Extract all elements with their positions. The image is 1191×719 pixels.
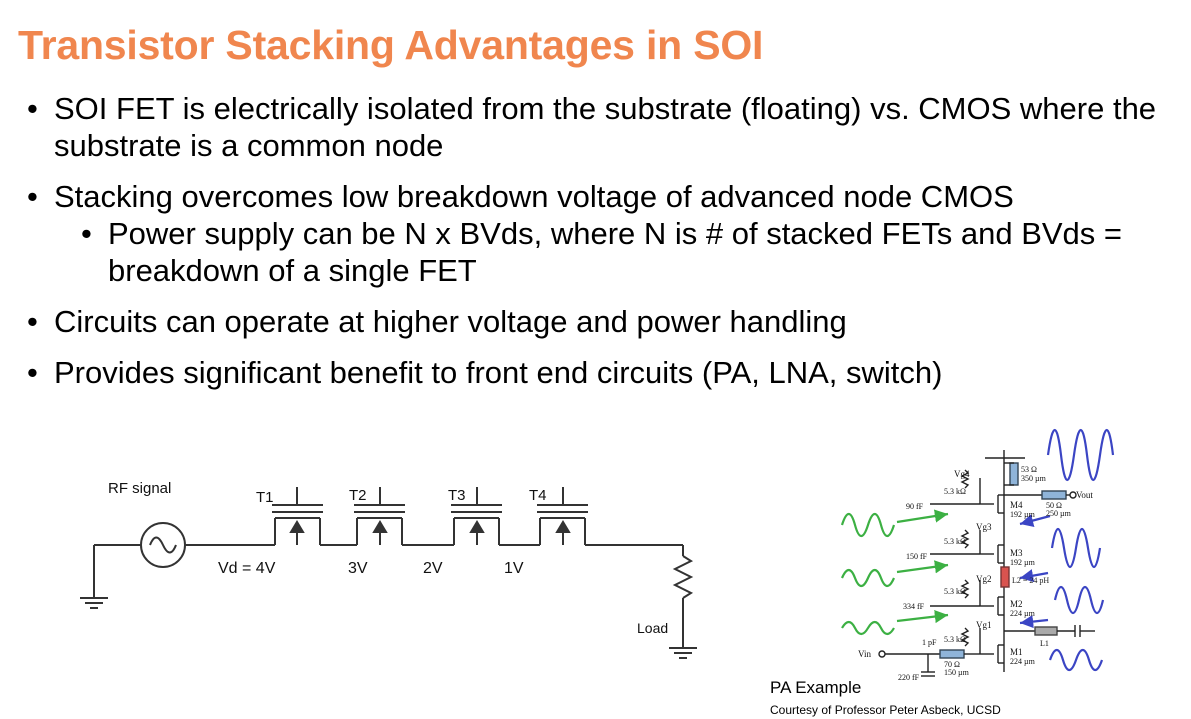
m1-label: M1 <box>1010 647 1023 657</box>
r-out-length: 250 µm <box>1046 509 1072 518</box>
bullet-front-end-benefit: Provides significant benefit to front en… <box>0 354 1191 391</box>
pa-example-caption: PA Example <box>770 678 862 697</box>
vg4-label: Vg4 <box>954 469 970 479</box>
stack-diagram-labels: RF signal T1 T2 T3 T4 Vd = 4V 3V 2V 1V L… <box>108 480 668 636</box>
stack-diagram <box>80 487 697 659</box>
vin-label: Vin <box>858 649 871 659</box>
input-wave-3 <box>841 620 895 636</box>
voltage-t3-label: 2V <box>423 560 443 577</box>
m1-size: 224 µm <box>1010 657 1036 666</box>
ground-symbol-left <box>80 545 108 609</box>
sub-bullet-power-supply: Power supply can be N x BVds, where N is… <box>0 215 1191 289</box>
bias-resistor-2: 5.3 kΩ <box>944 587 966 596</box>
transistor-t3 <box>451 487 502 545</box>
cap-150ff: 150 fF <box>906 552 928 561</box>
transistor-m3 <box>980 544 1004 564</box>
l2-label: L2 = 24 pH <box>1012 576 1049 585</box>
bias-resistor-1: 5.3 kΩ <box>944 635 966 644</box>
vg2-label: Vg2 <box>976 574 992 584</box>
t3-label: T3 <box>448 487 466 504</box>
pa-circuit <box>878 450 1095 677</box>
r-in-length: 150 µm <box>944 668 970 677</box>
load-label: Load <box>637 620 668 636</box>
voltage-t1-label: Vd = 4V <box>218 560 276 577</box>
t2-label: T2 <box>349 487 367 504</box>
bullet-soi-isolation: SOI FET is electrically isolated from th… <box>0 90 1191 164</box>
r-out-label: 50 Ω <box>1046 501 1062 510</box>
m3-label: M3 <box>1010 548 1023 558</box>
bullet-stacking: Stacking overcomes low breakdown voltage… <box>0 178 1191 215</box>
load-resistor <box>672 545 694 648</box>
ground-symbol-right <box>669 647 697 659</box>
vout-label: Vout <box>1076 490 1093 500</box>
bias-resistor-3: 5.3 kΩ <box>944 537 966 546</box>
voltage-t2-label: 3V <box>348 560 368 577</box>
m4-label: M4 <box>1010 500 1023 510</box>
vg1-label: Vg1 <box>976 620 992 630</box>
cap-1pf: 1 pF <box>922 638 937 647</box>
cap-334ff: 334 fF <box>903 602 925 611</box>
rf-source-icon <box>140 522 186 568</box>
credit-caption: Courtesy of Professor Peter Asbeck, UCSD <box>770 703 1001 717</box>
t1-label: T1 <box>256 489 274 506</box>
transistor-m2 <box>980 596 1004 616</box>
m4-size: 192 µm <box>1010 510 1036 519</box>
input-wave-1 <box>840 512 896 538</box>
transistor-t2 <box>354 487 405 545</box>
output-wave-3 <box>1053 585 1105 615</box>
cap-90ff: 90 fF <box>906 502 924 511</box>
transistor-t4 <box>537 487 588 545</box>
m2-label: M2 <box>1010 599 1023 609</box>
transistor-m4 <box>980 494 1004 514</box>
rf-signal-label: RF signal <box>108 480 171 497</box>
bias-resistor-4: 5.3 kΩ <box>944 487 966 496</box>
m3-size: 192 µm <box>1010 558 1036 567</box>
transistor-m1 <box>980 644 1004 664</box>
l1-label: L1 <box>1040 639 1049 648</box>
output-waves <box>1019 429 1115 672</box>
slide-title: Transistor Stacking Advantages in SOI <box>18 22 764 68</box>
r-top-length: 350 µm <box>1021 474 1047 483</box>
output-wave-1 <box>1046 429 1115 481</box>
voltage-t4-label: 1V <box>504 560 524 577</box>
r-in-label: 70 Ω <box>944 660 960 669</box>
vg3-label: Vg3 <box>976 522 992 532</box>
bullet-list: SOI FET is electrically isolated from th… <box>0 90 1191 391</box>
cap-220ff: 220 fF <box>898 673 920 682</box>
r-top-label: 53 Ω <box>1021 465 1037 474</box>
bullet-higher-voltage: Circuits can operate at higher voltage a… <box>0 303 1191 340</box>
input-waves <box>840 509 949 636</box>
input-wave-2 <box>840 568 896 588</box>
output-wave-4 <box>1048 648 1104 672</box>
transistor-t1 <box>272 487 323 545</box>
pa-circuit-labels: Vout Vin Vg4 Vg3 Vg2 Vg1 M4 192 µm M3 19… <box>858 465 1093 682</box>
m2-size: 224 µm <box>1010 609 1036 618</box>
t4-label: T4 <box>529 487 547 504</box>
output-wave-2 <box>1050 527 1102 569</box>
